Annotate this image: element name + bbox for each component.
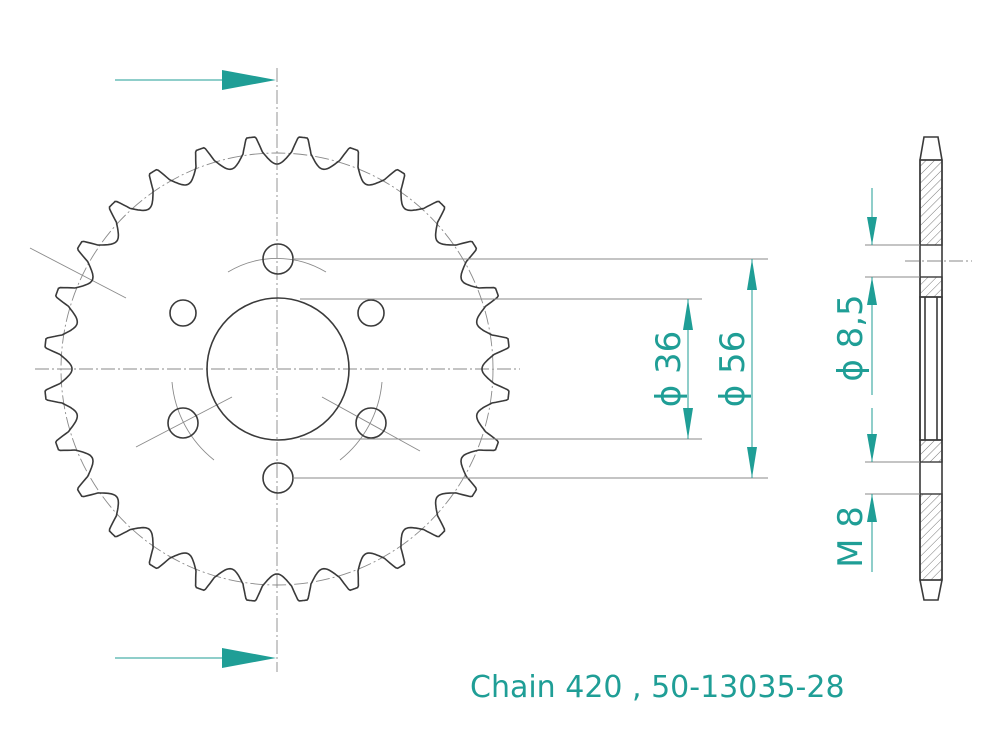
construction-line-lower-left xyxy=(135,396,233,448)
mount-hole-bottom xyxy=(262,462,294,494)
dim-56-label: ϕ 56 xyxy=(713,331,753,408)
hatch-top xyxy=(919,159,943,246)
construction-line-left xyxy=(29,247,127,299)
mount-hole-upper-right xyxy=(357,299,385,327)
side-section-view xyxy=(865,136,972,601)
dim-m8-label: M 8 xyxy=(831,506,871,568)
part-caption: Chain 420 , 50-13035-28 xyxy=(470,670,845,705)
dimension-m8: M 8 xyxy=(831,408,877,572)
dimension-56: ϕ 56 xyxy=(713,259,757,478)
bolt-circle-arcs xyxy=(171,258,383,461)
dim-36-arrow-top xyxy=(683,299,693,330)
dim-56-arrow-top xyxy=(747,259,757,290)
dimension-8-5: ϕ 8,5 xyxy=(831,188,877,395)
bore-cross-section xyxy=(919,296,943,441)
mount-hole-upper-left xyxy=(169,299,197,327)
hatch-upper-mid xyxy=(919,276,943,298)
extension-lines xyxy=(293,258,768,479)
bolt-arc-left xyxy=(171,381,215,461)
hatch-bottom xyxy=(919,493,943,581)
bolt-arc-top xyxy=(227,258,327,273)
bolt-arc-right xyxy=(339,381,383,461)
dim-56-arrow-bottom xyxy=(747,447,757,478)
sprocket-tooth-profile xyxy=(44,136,510,602)
construction-line-lower-right xyxy=(321,396,421,452)
dim-36-arrow-bottom xyxy=(683,408,693,439)
dim-m8-arrow-bottom xyxy=(867,494,877,522)
section-arrows xyxy=(115,70,276,668)
dim-m8-arrow-top xyxy=(867,434,877,462)
dim-8-5-arrow-bottom xyxy=(867,277,877,305)
dim-8-5-label: ϕ 8,5 xyxy=(831,294,871,381)
dimension-36: ϕ 36 xyxy=(649,299,693,439)
mount-hole-lower-right xyxy=(355,407,387,439)
section-arrow-top-head xyxy=(222,70,276,90)
section-arrow-bottom-head xyxy=(222,648,276,668)
hatch-lower-mid xyxy=(919,439,943,463)
mount-hole-lower-left xyxy=(167,407,199,439)
dim-36-label: ϕ 36 xyxy=(649,331,689,408)
center-bore xyxy=(206,297,350,441)
pitch-circle xyxy=(60,152,494,586)
dim-8-5-arrow-top xyxy=(867,217,877,245)
center-lines xyxy=(29,68,520,672)
